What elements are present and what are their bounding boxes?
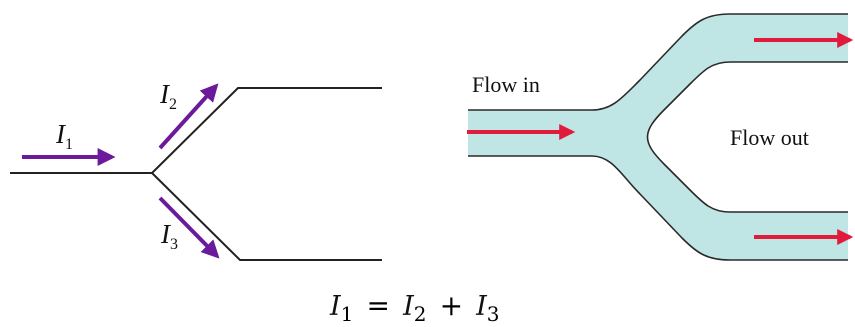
pipe-outline-top — [468, 13, 848, 111]
current-arrow-i3 — [158, 196, 220, 259]
flow-out-label: Flow out — [730, 125, 809, 150]
junction-rule-equation: I1 = I2 + I3 — [329, 289, 500, 326]
current-label-i1: I1 — [55, 119, 73, 153]
current-label-i3: I3 — [160, 219, 178, 253]
wire-junction: I1 I2 I3 — [10, 79, 382, 261]
wire-lower-branch — [151, 172, 382, 261]
pipe-outline-bottom — [468, 155, 848, 261]
pipe-outline-inner — [646, 61, 848, 213]
flow-in-label: Flow in — [472, 72, 540, 97]
wire-upper-branch — [151, 87, 382, 174]
current-arrow-i2 — [158, 83, 219, 150]
pipe-analogy: Flow in Flow out — [467, 13, 854, 261]
current-label-i2: I2 — [159, 79, 177, 113]
